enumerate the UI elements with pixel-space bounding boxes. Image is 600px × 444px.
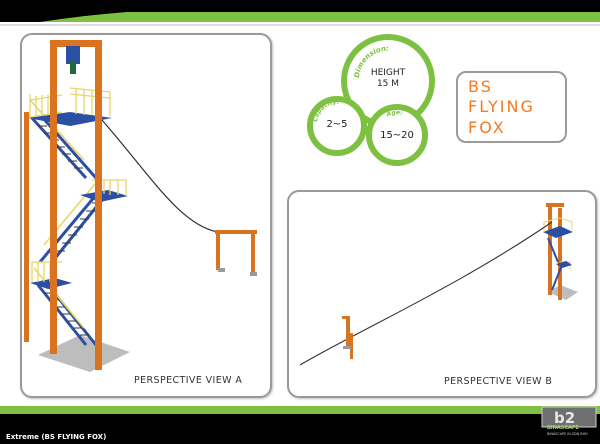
title-line-3: FOX — [468, 118, 506, 137]
footer-product-name: Extreme (BS FLYING FOX) — [6, 433, 107, 441]
title-line-2: FLYING — [468, 97, 535, 116]
capacity-value: 2~5 — [326, 119, 348, 130]
logo-name: BINASCAPE — [547, 425, 579, 431]
tower-b-illustration — [543, 203, 578, 300]
dimension-arc-label: Dimension: — [353, 44, 389, 78]
perspective-view-b-panel — [287, 190, 597, 398]
footer-bar — [0, 414, 600, 444]
tower-a-illustration — [24, 40, 130, 372]
footer-accent-stripe — [0, 406, 600, 416]
header-swoosh — [0, 0, 600, 26]
title-line-1: BS — [468, 77, 493, 96]
logo-subtitle: BINASCAPE IN SDN BHD — [547, 432, 588, 436]
header-accent-stripe — [0, 12, 600, 22]
capacity-arc-label: Capacity: — [313, 102, 339, 122]
age-arc-label: Age: — [385, 110, 404, 119]
perspective-view-a-panel — [20, 33, 272, 398]
height-line-2: 15 M — [376, 79, 400, 89]
zipline-cable-a — [101, 119, 219, 233]
age-circle: Age: 15~20 — [366, 104, 428, 166]
perspective-view-b-caption: PERSPECTIVE VIEW B — [444, 376, 553, 387]
end-frame-b — [342, 316, 353, 359]
svg-text:b2: b2 — [554, 409, 575, 427]
product-title-box: BS FLYING FOX — [456, 71, 567, 143]
perspective-view-a-caption: PERSPECTIVE VIEW A — [134, 375, 243, 386]
end-frame-a — [215, 230, 257, 274]
binascape-logo: b2 — [541, 406, 597, 428]
svg-text:Age:: Age: — [385, 110, 404, 119]
zipline-cable-b — [299, 221, 553, 366]
age-value: 15~20 — [380, 130, 414, 141]
height-line-1: HEIGHT — [370, 68, 406, 78]
capacity-circle: Capacity: 2~5 — [307, 96, 367, 156]
